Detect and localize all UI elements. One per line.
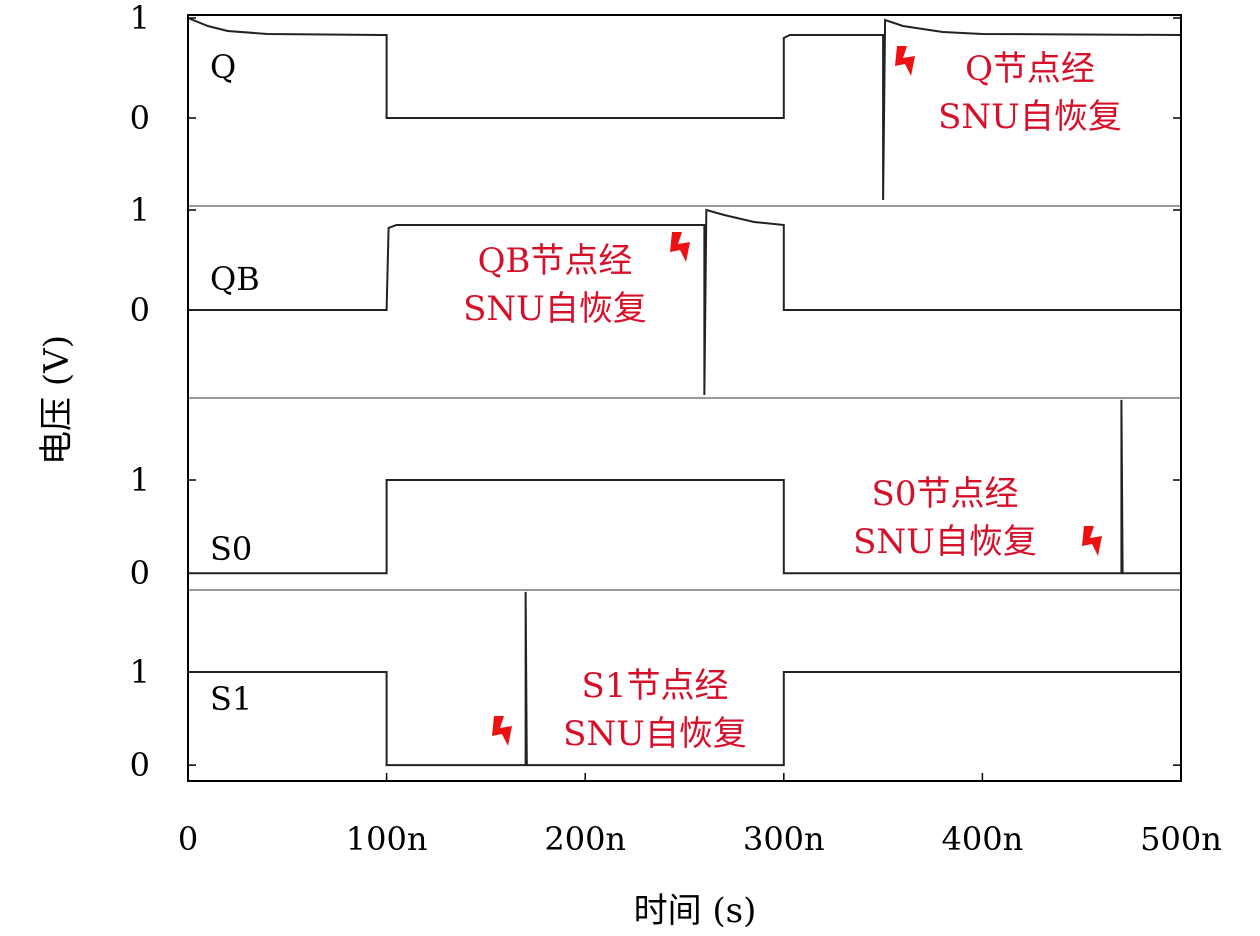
annotation-text: QB节点经 (478, 241, 633, 281)
panel-label-qb: QB (210, 260, 260, 298)
y-tick-label: 0 (130, 746, 150, 784)
x-tick-label: 300n (743, 820, 825, 858)
trace-q (187, 17, 1182, 201)
annotation-text: SNU自恢复 (463, 289, 647, 329)
annotation-text: S0节点经 (872, 474, 1019, 514)
x-tick-label: 0 (178, 820, 198, 858)
annotation-text: SNU自恢复 (853, 522, 1037, 562)
x-tick-label: 500n (1140, 820, 1222, 858)
panel-label-s1: S1 (210, 680, 252, 718)
x-tick-label: 200n (544, 820, 626, 858)
trace-s1 (188, 591, 1181, 767)
x-axis-label: 时间 (s) (634, 891, 757, 931)
y-tick-label: 1 (130, 191, 150, 229)
lightning-icon (492, 716, 512, 746)
y-tick-label: 0 (130, 99, 150, 137)
trace-qb (188, 208, 1181, 396)
y-tick-label: 1 (130, 653, 150, 691)
panel-label-q: Q (210, 48, 236, 86)
lightning-icon (1082, 526, 1102, 556)
y-tick-label: 1 (130, 0, 150, 37)
annotation-text: Q节点经 (965, 49, 1095, 89)
y-axis-label: 电压 (V) (37, 335, 77, 465)
annotation-text: SNU自恢复 (563, 714, 747, 754)
y-tick-label: 1 (130, 461, 150, 499)
lightning-icon (670, 232, 690, 262)
lightning-icon (895, 46, 915, 76)
x-tick-label: 400n (942, 820, 1024, 858)
x-tick-label: 100n (346, 820, 428, 858)
annotation-text: SNU自恢复 (938, 97, 1122, 137)
annotation-text: S1节点经 (582, 666, 729, 706)
panel-label-s0: S0 (210, 530, 252, 568)
trace-s0 (188, 399, 1181, 575)
plot-frame (187, 14, 1182, 782)
y-tick-label: 0 (130, 291, 150, 329)
y-tick-label: 0 (130, 554, 150, 592)
